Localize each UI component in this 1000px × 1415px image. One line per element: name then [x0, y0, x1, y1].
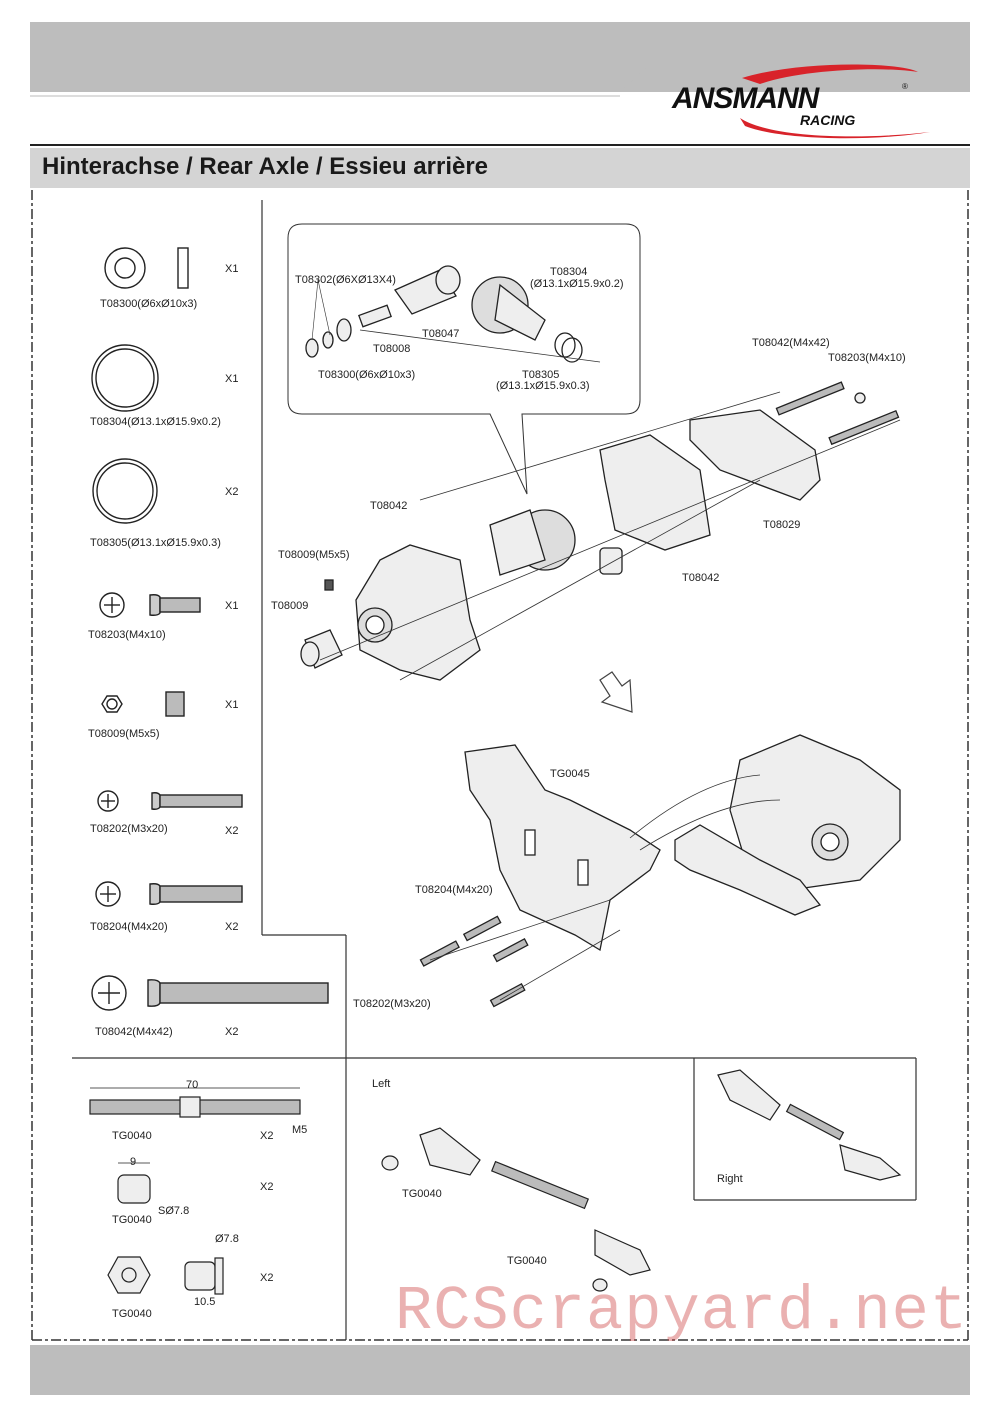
brand-logo-swoosh	[740, 64, 930, 139]
part-qty-t08304: X1	[225, 373, 239, 385]
left-assembly-code-a: TG0040	[402, 1188, 442, 1200]
left-linkage-assembly	[381, 1127, 651, 1292]
ball-end-icon	[107, 1256, 224, 1295]
part-code-t08204: T08204(M4x20)	[90, 921, 168, 933]
part-qty-t08203: X1	[225, 600, 239, 612]
left-assembly-title: Left	[372, 1078, 391, 1090]
main-label-tg0045: TG0045	[550, 768, 590, 780]
part-code-t08300: T08300(Ø6xØ10x3)	[100, 298, 198, 310]
inset-label-t08047: T08047	[422, 328, 460, 340]
turnbuckle-qty-1: X2	[260, 1130, 274, 1142]
footer-band	[30, 1345, 970, 1395]
inset-label-t08305-dim: (Ø13.1xØ15.9x0.3)	[496, 380, 590, 392]
assembled-rear-axle	[419, 734, 901, 1008]
main-label-t08203-m4x10: T08203(M4x10)	[828, 352, 906, 364]
shim-icon	[91, 344, 159, 412]
main-label-t08042-b: T08042	[682, 572, 720, 584]
inset-label-t08305: T08305	[522, 369, 560, 381]
main-label-t08202-m3x20: T08202(M3x20)	[353, 998, 431, 1010]
brand-logo: ANSMANN	[672, 82, 819, 115]
shim-icon-2	[92, 458, 158, 524]
inset-label-t08300: T08300(Ø6xØ10x3)	[318, 369, 416, 381]
turnbuckle-qty-2: X2	[260, 1181, 274, 1193]
part-code-t08203: T08203(M4x10)	[88, 629, 166, 641]
main-label-t08009: T08009	[271, 600, 309, 612]
washer-icon	[104, 247, 189, 289]
part-qty-t08202: X2	[225, 825, 239, 837]
end-diameter: Ø7.8	[215, 1233, 239, 1245]
turnbuckle-length: 70	[186, 1079, 199, 1091]
part-qty-t08300: X1	[225, 263, 239, 275]
set-screw-icon	[101, 691, 185, 717]
title-bar	[30, 148, 970, 188]
screw-icon-m3x20	[97, 790, 243, 812]
screw-icon-m4x42	[91, 975, 329, 1011]
inset-label-t08008: T08008	[373, 343, 411, 355]
header-edge	[30, 22, 970, 92]
turnbuckle-code-2: TG0040	[112, 1214, 152, 1226]
ball-sphere: SØ7.8	[158, 1205, 190, 1217]
main-label-t08042-a: T08042	[370, 500, 408, 512]
turnbuckle-code-1: TG0040	[112, 1130, 152, 1142]
part-code-t08304: T08304(Ø13.1xØ15.9x0.2)	[90, 416, 221, 428]
diff-inset-bubble	[287, 223, 641, 495]
brand-logo-sub: RACING	[800, 112, 856, 128]
turnbuckle-code-3: TG0040	[112, 1308, 152, 1320]
part-qty-t08042: X2	[225, 1026, 239, 1038]
assembly-arrow-icon	[599, 671, 633, 713]
main-label-t08029: T08029	[763, 519, 801, 531]
inset-label-t08304: T08304	[550, 266, 588, 278]
turnbuckle-qty-3: X2	[260, 1272, 274, 1284]
right-linkage-assembly	[717, 1069, 902, 1181]
right-assembly-title: Right	[717, 1173, 743, 1185]
main-label-t08204-m4x20: T08204(M4x20)	[415, 884, 493, 896]
ball-width: 9	[130, 1156, 137, 1168]
turnbuckle-thread: M5	[292, 1124, 308, 1136]
part-qty-t08204: X2	[225, 921, 239, 933]
main-label-t08042-m4x42: T08042(M4x42)	[752, 337, 830, 349]
watermark: RCScrapyard.net	[395, 1276, 969, 1347]
screw-icon	[99, 592, 201, 618]
part-qty-t08009: X1	[225, 699, 239, 711]
part-code-t08202: T08202(M3x20)	[90, 823, 168, 835]
registered-mark: ®	[902, 82, 908, 91]
left-assembly-code-b: TG0040	[507, 1255, 547, 1267]
main-label-t08009-m5x5: T08009(M5x5)	[278, 549, 350, 561]
part-code-t08009: T08009(M5x5)	[88, 728, 160, 740]
turnbuckle-icon	[89, 1087, 301, 1118]
screw-icon-m4x20	[95, 881, 243, 907]
end-length: 10.5	[194, 1296, 216, 1308]
inset-label-t08302: T08302(Ø6XØ13X4)	[295, 274, 396, 286]
part-code-t08042: T08042(M4x42)	[95, 1026, 173, 1038]
ball-stud-icon	[117, 1162, 151, 1204]
part-code-t08305: T08305(Ø13.1xØ15.9x0.3)	[90, 537, 221, 549]
gearbox-exploded	[300, 381, 900, 681]
part-qty-t08305: X2	[225, 486, 239, 498]
page-title: Hinterachse / Rear Axle / Essieu arrière	[42, 153, 489, 180]
inset-label-t08304-dim: (Ø13.1xØ15.9x0.2)	[530, 278, 624, 290]
